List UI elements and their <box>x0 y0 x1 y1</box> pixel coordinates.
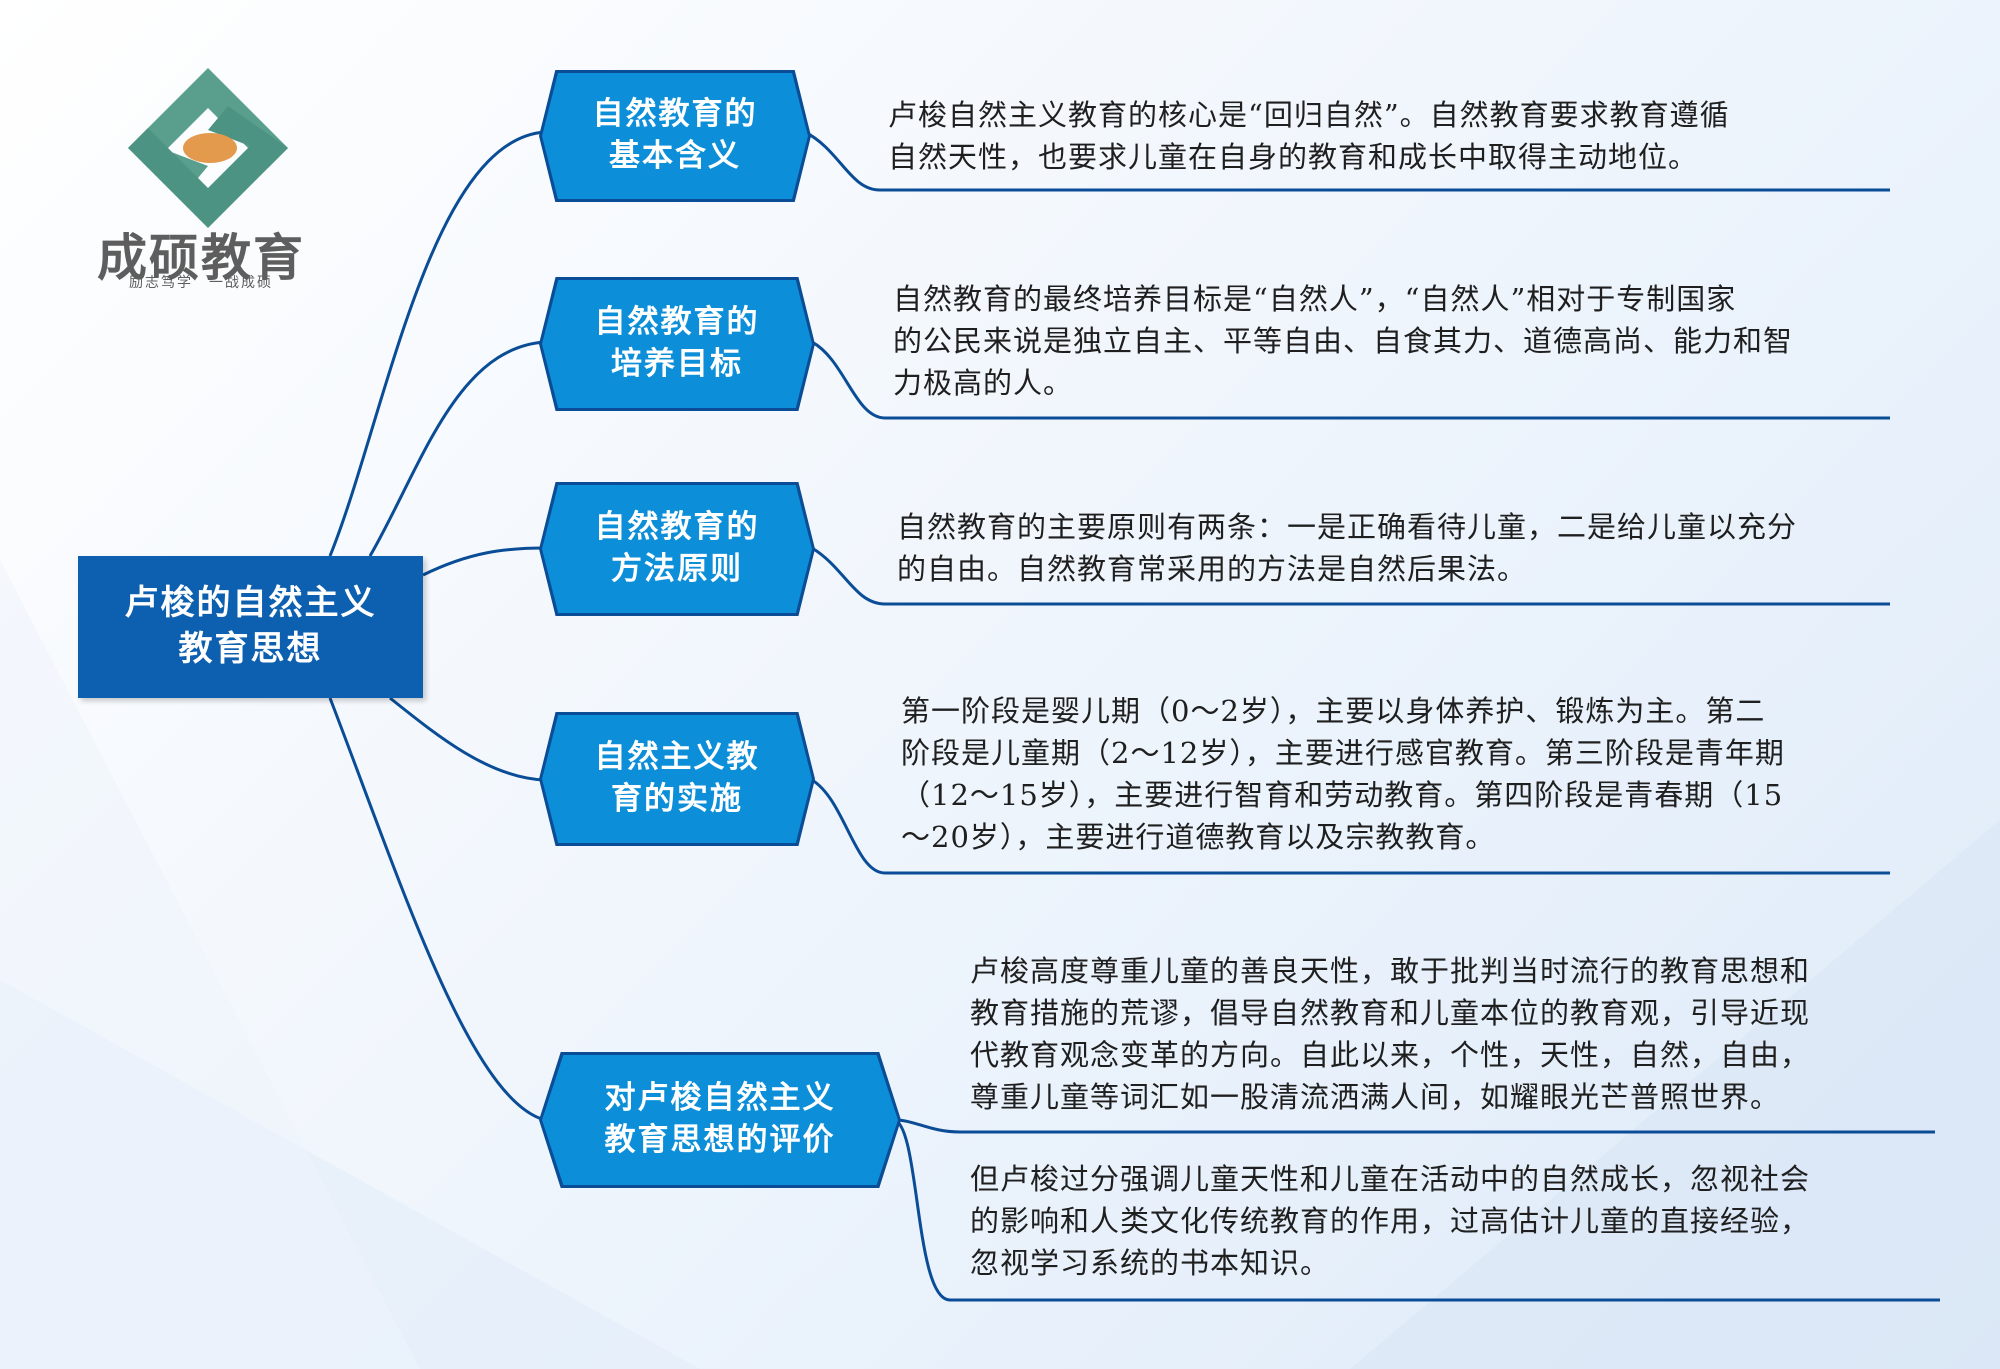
branch-node-2: 自然教育的 培养目标 <box>542 280 812 408</box>
branch-2-line-1: 自然教育的 <box>594 304 760 341</box>
branch-1-description: 卢梭自然主义教育的核心是“回归自然”。自然教育要求教育遵循 自然天性，也要求儿童… <box>888 94 1730 178</box>
connector-out-5b <box>894 1118 1940 1302</box>
branch-5-positive-description: 卢梭高度尊重儿童的善良天性，敢于批判当时流行的教育思想和 教育措施的荒谬，倡导自… <box>970 950 1810 1118</box>
branch-4-description: 第一阶段是婴儿期（0～2岁），主要以身体养护、锻炼为主。第二 阶段是儿童期（2～… <box>901 690 1785 858</box>
branch-5-negative-description: 但卢梭过分强调儿童天性和儿童在活动中的自然成长，忽视社会 的影响和人类文化传统教… <box>970 1158 1810 1284</box>
branch-2-line-2: 培养目标 <box>611 346 743 382</box>
root-node: 卢梭的自然主义 教育思想 <box>78 556 423 698</box>
branch-2-text-line: 自然教育的最终培养目标是“自然人”，“自然人”相对于专制国家 <box>893 282 1737 316</box>
branch-5-line-2: 教育思想的评价 <box>604 1122 836 1158</box>
connector-root-4 <box>389 696 546 782</box>
branch-4-text-line: 阶段是儿童期（2～12岁），主要进行感官教育。第三阶段是青年期 <box>901 736 1785 770</box>
connector-root-2 <box>368 340 546 557</box>
connector-out-3 <box>811 546 1890 606</box>
branch-2-text-line: 力极高的人。 <box>893 366 1074 400</box>
connector-root-5 <box>328 697 546 1122</box>
branch-1-line-2: 基本含义 <box>609 138 741 174</box>
brand-slogan: 励志笃学 一战成硕 <box>129 275 273 291</box>
branch-3-line-2: 方法原则 <box>611 551 743 587</box>
branch-5-positive-text-line: 卢梭高度尊重儿童的善良天性，敢于批判当时流行的教育思想和 <box>970 954 1811 988</box>
connector-out-2 <box>811 340 1890 420</box>
branch-3-line-1: 自然教育的 <box>594 509 760 546</box>
branch-1-text-line: 自然天性，也要求儿童在自身的教育和成长中取得主动地位。 <box>888 140 1699 174</box>
branch-node-3: 自然教育的 方法原则 <box>542 485 812 613</box>
brand-logo-icon <box>128 68 288 228</box>
root-line-2: 教育思想 <box>178 629 323 669</box>
branch-5-line-1: 对卢梭自然主义 <box>604 1080 836 1117</box>
branch-4-text-line: ～20岁），主要进行道德教育以及宗教教育。 <box>901 820 1496 854</box>
branch-5-positive-text-line: 教育措施的荒谬，倡导自然教育和儿童本位的教育观，引导近现 <box>970 996 1811 1030</box>
branch-3-description: 自然教育的主要原则有两条：一是正确看待儿童，二是给儿童以充分 的自由。自然教育常… <box>897 506 1797 590</box>
root-line-1: 卢梭的自然主义 <box>124 583 377 624</box>
branch-1-line-1: 自然教育的 <box>592 96 758 133</box>
branch-3-text-line: 的自由。自然教育常采用的方法是自然后果法。 <box>897 552 1528 586</box>
branch-5-negative-text-line: 但卢梭过分强调儿童天性和儿童在活动中的自然成长，忽视社会 <box>970 1162 1811 1196</box>
branch-node-5: 对卢梭自然主义 教育思想的评价 <box>542 1055 898 1185</box>
connector-out-1 <box>804 130 1890 192</box>
branch-4-line-2: 育的实施 <box>611 781 743 817</box>
branch-node-1: 自然教育的 基本含义 <box>542 73 808 199</box>
branch-5-negative-text-line: 忽视学习系统的书本知识。 <box>970 1246 1331 1280</box>
brand-name: 成硕教育 <box>97 229 305 287</box>
branch-1-text-line: 卢梭自然主义教育的核心是“回归自然”。自然教育要求教育遵循 <box>888 98 1730 132</box>
branch-node-4: 自然主义教 育的实施 <box>542 715 812 843</box>
connector-out-4 <box>811 778 1890 875</box>
branch-5-negative-text-line: 的影响和人类文化传统教育的作用，过高估计儿童的直接经验， <box>970 1204 1811 1238</box>
branch-3-text-line: 自然教育的主要原则有两条：一是正确看待儿童，二是给儿童以充分 <box>897 510 1798 544</box>
branch-2-description: 自然教育的最终培养目标是“自然人”，“自然人”相对于专制国家 的公民来说是独立自… <box>893 278 1793 404</box>
branch-4-text-line: 第一阶段是婴儿期（0～2岁），主要以身体养护、锻炼为主。第二 <box>901 694 1766 728</box>
branch-2-text-line: 的公民来说是独立自主、平等自由、自食其力、道德高尚、能力和智 <box>893 324 1794 358</box>
connector-root-1 <box>328 130 546 557</box>
branch-4-line-1: 自然主义教 <box>594 739 760 776</box>
branch-5-positive-text-line: 尊重儿童等词汇如一股清流洒满人间，如耀眼光芒普照世界。 <box>970 1080 1781 1114</box>
branch-5-positive-text-line: 代教育观念变革的方向。自此以来，个性，天性，自然，自由， <box>970 1038 1811 1072</box>
branch-4-text-line: （12～15岁），主要进行智育和劳动教育。第四阶段是青春期（15 <box>901 778 1784 812</box>
connector-out-5a <box>894 1118 1935 1134</box>
connector-root-3 <box>422 546 546 577</box>
